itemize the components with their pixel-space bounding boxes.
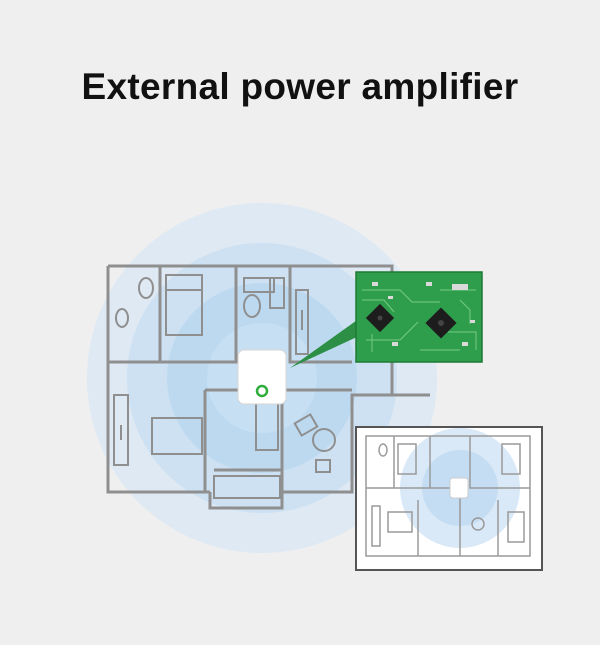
- wifi-extender-icon: [237, 349, 287, 405]
- floor-plan: [106, 264, 430, 510]
- floor-plan-inset: [355, 426, 543, 571]
- pcb-board-icon: [355, 271, 483, 363]
- furniture: [113, 274, 336, 499]
- callout-pointer: [290, 318, 372, 368]
- page-title: External power amplifier: [81, 66, 519, 107]
